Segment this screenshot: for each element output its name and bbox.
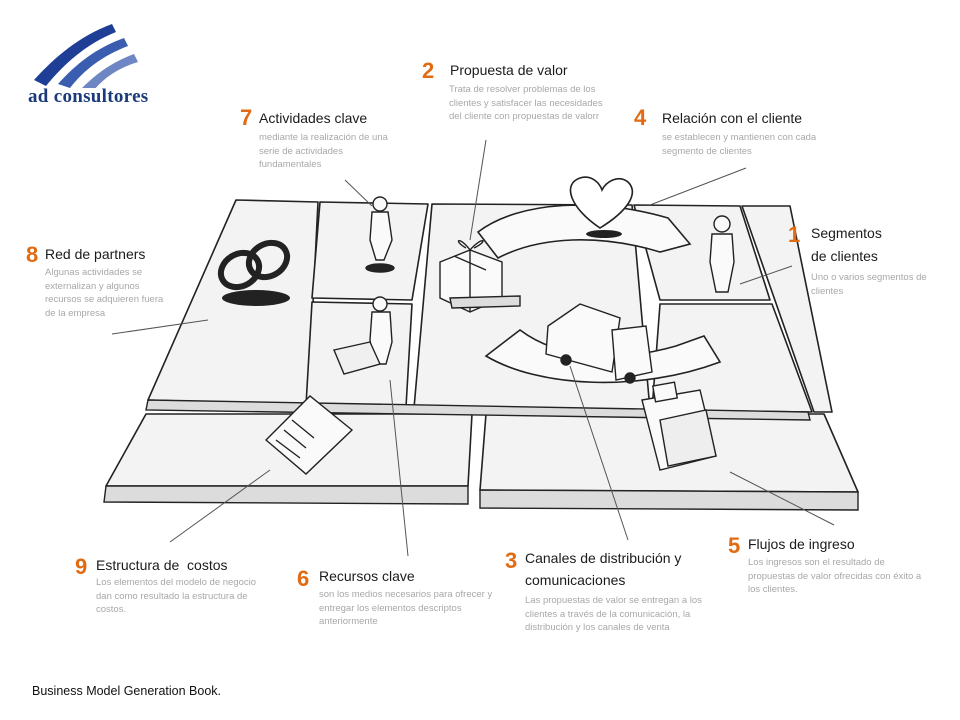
- logo-mark: [24, 18, 154, 110]
- block-number-recursos: 6: [297, 566, 310, 591]
- block-desc-recursos: son los medios necesarios para ofrecer y…: [319, 589, 493, 627]
- tile-actividades: [311, 201, 429, 301]
- block-number-propuesta: 2: [422, 58, 435, 83]
- block-desc-ingresos: Los ingresos son el resultado de propues…: [748, 557, 922, 595]
- block-title-relacion: Relación con el cliente: [662, 110, 803, 126]
- rings-icon: [217, 239, 291, 291]
- person-figure-icon: [333, 296, 393, 375]
- footer-source: Business Model Generation Book.: [32, 684, 221, 698]
- cash-register-icon: [641, 381, 717, 471]
- block-number-costos: 9: [75, 554, 88, 579]
- logo-text: ad consultores: [28, 86, 149, 107]
- block-number-ingresos: 5: [728, 533, 741, 558]
- gift-icon: [439, 240, 521, 313]
- block-title-costos: Estructura de costos: [96, 557, 228, 573]
- block-number-canales: 3: [505, 548, 518, 573]
- block-title-segmentos-line1: Segmentos: [811, 225, 882, 241]
- block-desc-canales: Las propuestas de valor se entregan a lo…: [525, 595, 702, 633]
- block-desc-partners: Algunas actividades se externalizan y al…: [45, 267, 164, 319]
- block-title-propuesta: Propuesta de valor: [450, 62, 568, 78]
- block-number-partners: 8: [26, 242, 39, 267]
- block-desc-relacion: se establecen y mantienen con cada segme…: [662, 132, 817, 157]
- block-title-ingresos: Flujos de ingreso: [748, 536, 855, 552]
- truck-icon: [545, 303, 653, 384]
- block-number-actividades: 7: [240, 105, 253, 130]
- block-desc-costos: Los elementos del modelo de negocio dan …: [96, 577, 257, 615]
- block-desc-propuesta: Trata de resolver problemas de los clien…: [449, 84, 603, 122]
- block-title-canales-line1: Canales de distribución y: [525, 550, 682, 566]
- block-desc-segmentos: Uno o varios segmentos de clientes: [811, 272, 927, 297]
- document-icon: [264, 395, 354, 475]
- worker-figure-icon: [365, 196, 395, 273]
- customer-figure-icon: [709, 215, 735, 293]
- block-title-recursos: Recursos clave: [319, 568, 415, 584]
- block-desc-actividades: mediante la realización de una serie de …: [259, 132, 388, 170]
- block-number-segmentos: 1: [788, 222, 801, 247]
- block-title-segmentos-line2: de clientes: [811, 248, 878, 264]
- heart-icon: [569, 176, 634, 229]
- tile-segmentos: [741, 205, 833, 413]
- block-title-actividades: Actividades clave: [259, 110, 368, 126]
- block-title-canales-line2: comunicaciones: [525, 572, 626, 588]
- block-number-relacion: 4: [634, 105, 647, 130]
- block-title-partners: Red de partners: [45, 246, 146, 262]
